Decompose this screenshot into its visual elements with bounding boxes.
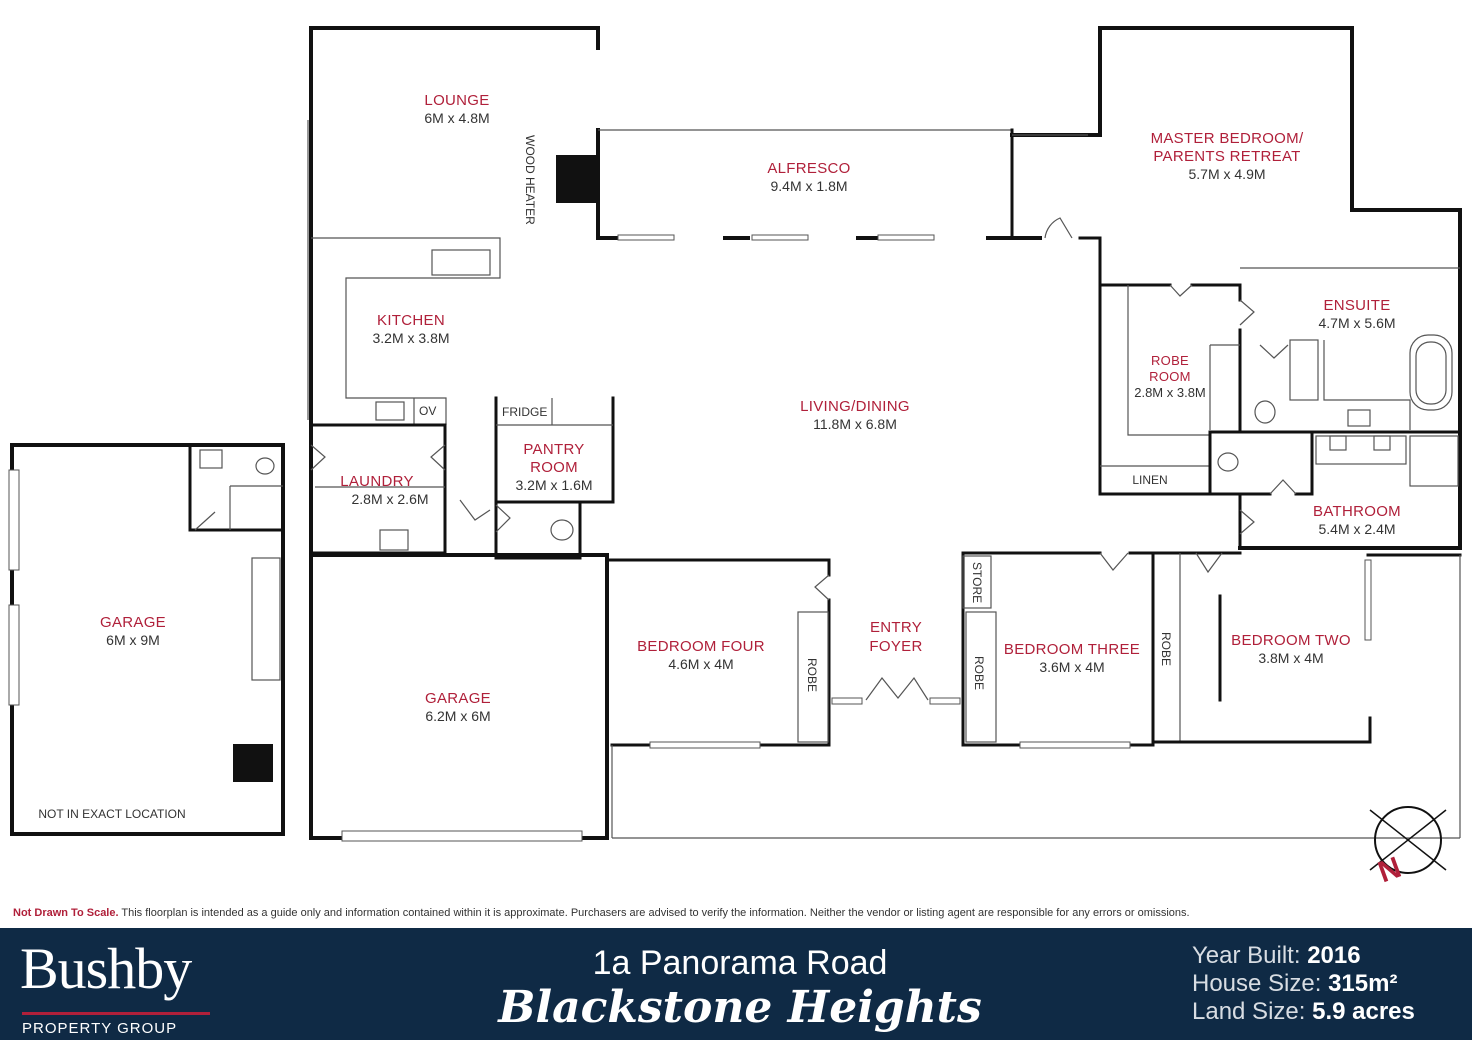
robe-label: ROBE [805,658,819,692]
year-value: 2016 [1307,942,1361,969]
room-name: KITCHEN [377,312,445,329]
brand-underline [22,1012,210,1015]
room-lounge: LOUNGE 6M x 4.8M [424,92,489,126]
room-dimensions: 3.8M x 4M [1258,650,1323,666]
room-dimensions: 6M x 4.8M [424,110,489,126]
north-label: N [1374,851,1406,889]
room-name-line2: FOYER [869,638,922,655]
room-name-line1: MASTER BEDROOM/ [1151,130,1304,147]
year-label: Year Built: [1192,942,1301,969]
property-facts: Year Built: 2016 House Size: 315m² Land … [1192,942,1415,1026]
room-dimensions: 3.2M x 1.6M [515,477,592,493]
brand-logo: Bushby PROPERTY GROUP [20,936,240,1037]
room-name: BATHROOM [1313,503,1401,520]
room-bedroom-three: BEDROOM THREE 3.6M x 4M [1004,641,1140,675]
disclaimer: Not Drawn To Scale. This floorplan is in… [13,907,1472,919]
footer-banner: Bushby PROPERTY GROUP 1a Panorama Road B… [0,928,1472,1040]
room-pantry: PANTRY ROOM 3.2M x 1.6M [515,441,592,493]
room-dimensions: 11.8M x 6.8M [813,416,897,432]
room-dimensions: 4.7M x 5.6M [1318,315,1395,331]
room-name-line1: ENTRY [870,619,922,636]
not-exact-location-note: NOT IN EXACT LOCATION [38,807,185,821]
room-entry-foyer: ENTRY FOYER [869,619,922,655]
room-name: BEDROOM TWO [1231,632,1351,649]
robe-label: ROBE [972,656,986,690]
brand-group: PROPERTY GROUP [22,1020,178,1037]
brand-name: Bushby [20,936,192,1001]
room-dimensions: 2.8M x 2.6M [351,491,428,507]
wood-heater-label: WOOD HEATER [523,135,537,225]
room-alfresco: ALFRESCO 9.4M x 1.8M [767,160,850,194]
room-dimensions: 4.6M x 4M [668,656,733,672]
room-bedroom-two: BEDROOM TWO 3.8M x 4M [1231,632,1351,666]
disclaimer-strong: Not Drawn To Scale. [13,907,119,919]
room-name-line2: ROOM [530,459,578,476]
linen-label: LINEN [1132,473,1167,487]
room-living-dining: LIVING/DINING 11.8M x 6.8M [800,398,910,432]
land-label: Land Size: [1192,998,1306,1025]
room-name: LIVING/DINING [800,398,910,415]
disclaimer-text: This floorplan is intended as a guide on… [118,907,1190,919]
room-name: LAUNDRY [340,473,414,490]
room-dimensions: 2.8M x 3.8M [1134,385,1206,400]
room-garage: GARAGE 6.2M x 6M [425,690,491,724]
address-line1: 1a Panorama Road [592,944,888,982]
room-dimensions: 6.2M x 6M [425,708,490,724]
room-name: LOUNGE [424,92,489,109]
room-ensuite: ENSUITE 4.7M x 5.6M [1318,297,1395,331]
room-name: GARAGE [425,690,491,707]
north-compass-icon: N [1369,806,1447,889]
room-name: ENSUITE [1323,297,1390,314]
room-name: BEDROOM THREE [1004,641,1140,658]
house-label: House Size: [1192,970,1322,997]
room-dimensions: 6M x 9M [106,632,160,648]
room-master-bedroom: MASTER BEDROOM/ PARENTS RETREAT 5.7M x 4… [1151,130,1304,182]
room-laundry: LAUNDRY 2.8M x 2.6M [340,473,428,507]
oven-label: OV [419,404,436,418]
room-bathroom: BATHROOM 5.4M x 2.4M [1313,503,1401,537]
detached-garage [8,443,285,836]
fridge-label: FRIDGE [502,405,547,419]
room-garage-detached: GARAGE 6M x 9M [100,614,166,648]
land-size: Land Size: 5.9 acres [1192,998,1415,1026]
room-name: ALFRESCO [767,160,850,177]
room-bedroom-four: BEDROOM FOUR 4.6M x 4M [637,638,765,672]
store-label: STORE [970,562,984,603]
room-kitchen: KITCHEN 3.2M x 3.8M [372,312,449,346]
room-robe-room: ROBE ROOM 2.8M x 3.8M [1134,353,1206,400]
robe-label: ROBE [1159,632,1173,666]
year-built: Year Built: 2016 [1192,942,1415,970]
room-name-line1: PANTRY [523,441,584,458]
land-value: 5.9 acres [1312,998,1415,1025]
floor-plan: LOUNGE 6M x 4.8M WOOD HEATER ALFRESCO 9.… [8,26,1462,889]
house-walls [307,26,1462,842]
room-dimensions: 9.4M x 1.8M [770,178,847,194]
house-size: House Size: 315m² [1192,970,1415,998]
room-dimensions: 5.7M x 4.9M [1188,166,1265,182]
house-value: 315m² [1328,970,1398,997]
room-name: GARAGE [100,614,166,631]
room-dimensions: 3.6M x 4M [1039,659,1104,675]
room-name-line1: ROBE [1151,353,1189,368]
room-name: BEDROOM FOUR [637,638,765,655]
room-name-line2: ROOM [1149,369,1191,384]
room-name-line2: PARENTS RETREAT [1153,148,1300,165]
room-dimensions: 3.2M x 3.8M [372,330,449,346]
address-line2: Blackstone Heights [498,982,982,1033]
room-dimensions: 5.4M x 2.4M [1318,521,1395,537]
